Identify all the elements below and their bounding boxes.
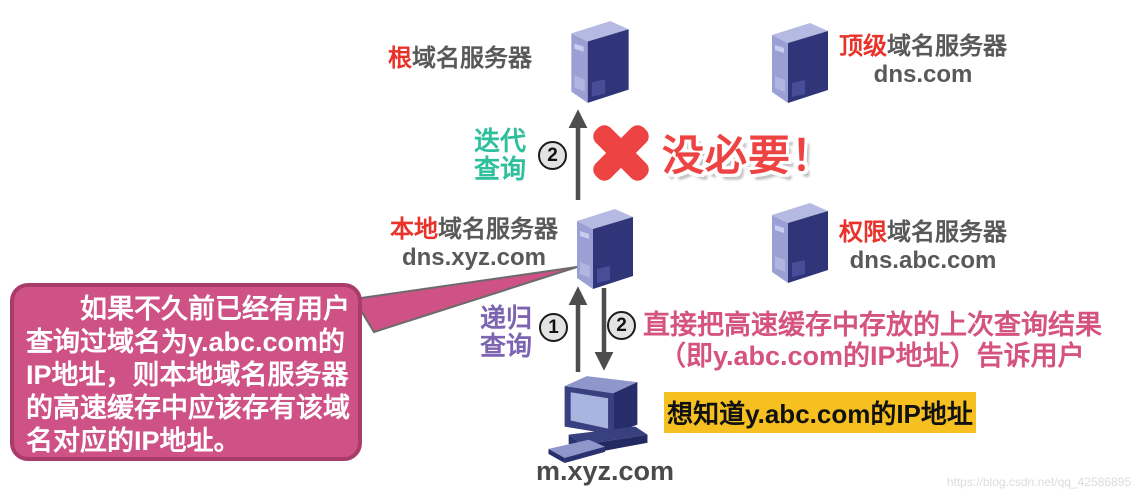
watermark: https://blog.csdn.net/qq_42586895: [946, 475, 1131, 489]
local-server-label-highlight: 本地: [390, 216, 438, 243]
local-server-domain: dns.xyz.com: [401, 244, 547, 271]
recursive-query-line2: 查询: [479, 331, 532, 361]
cache-note-line1: 如果不久前已经有用户: [80, 294, 350, 324]
recursive-query-label: 递归 查询: [468, 304, 544, 360]
step-2-badge-top: 2: [538, 141, 567, 170]
no-need-label: 没必要！: [662, 132, 835, 179]
cache-note-line2: 查询过域名为y.abc.com的: [26, 327, 346, 357]
cache-note-line3: IP地址，则本地域名服务器: [26, 360, 349, 390]
iterative-query-line2: 查询: [473, 154, 526, 184]
auth-server-label: 权限域名服务器: [836, 219, 1010, 247]
local-server-block: 本地域名服务器 dns.xyz.com: [384, 216, 564, 272]
auth-server-label-highlight: 权限: [839, 219, 887, 246]
bubble-tail: [352, 266, 578, 334]
step2-result-text: 直接把高速缓存中存放的上次查询结果 （即y.abc.com的IP地址）告诉用户: [643, 310, 1102, 372]
step-2-badge-bottom: 2: [607, 311, 636, 340]
client-request-box: 想知道y.abc.com的IP地址: [664, 392, 976, 433]
root-server-label: 根域名服务器: [388, 45, 532, 73]
iterative-query-line1: 迭代: [473, 126, 526, 156]
tld-server-block: 顶级域名服务器 dns.com: [836, 33, 1010, 89]
tld-server-label-rest: 域名服务器: [887, 33, 1007, 60]
auth-server-block: 权限域名服务器 dns.abc.com: [836, 219, 1010, 275]
root-server-label-highlight: 根: [388, 45, 412, 72]
local-server-label: 本地域名服务器: [384, 216, 564, 244]
local-server-icon: [577, 209, 633, 289]
auth-server-icon: [772, 203, 828, 283]
tld-server-icon: [772, 23, 828, 103]
client-label: m.xyz.com: [535, 456, 675, 486]
iterative-query-label: 迭代 查询: [462, 127, 538, 183]
local-server-label-rest: 域名服务器: [438, 216, 558, 243]
auth-server-label-rest: 域名服务器: [887, 219, 1007, 246]
tld-server-label: 顶级域名服务器: [836, 33, 1010, 61]
root-server-icon: [571, 21, 629, 103]
tld-server-domain: dns.com: [873, 61, 973, 88]
x-mark-icon: [593, 125, 649, 181]
auth-server-domain: dns.abc.com: [849, 247, 997, 274]
tld-server-label-highlight: 顶级: [839, 33, 887, 60]
cache-note-bubble: 如果不久前已经有用户 查询过域名为y.abc.com的 IP地址，则本地域名服务…: [10, 283, 362, 461]
client-computer-icon: [548, 376, 648, 463]
root-server-label-rest: 域名服务器: [412, 45, 532, 72]
step-1-badge: 1: [539, 313, 568, 342]
step2-result-line1: 直接把高速缓存中存放的上次查询结果: [643, 310, 1102, 340]
step2-result-line2: （即y.abc.com的IP地址）告诉用户: [659, 341, 1085, 371]
recursive-query-line1: 递归: [479, 303, 532, 333]
cache-note-line5: 名对应的IP地址。: [26, 426, 241, 456]
cache-note-line4: 的高速缓存中应该存有该域: [26, 393, 350, 423]
